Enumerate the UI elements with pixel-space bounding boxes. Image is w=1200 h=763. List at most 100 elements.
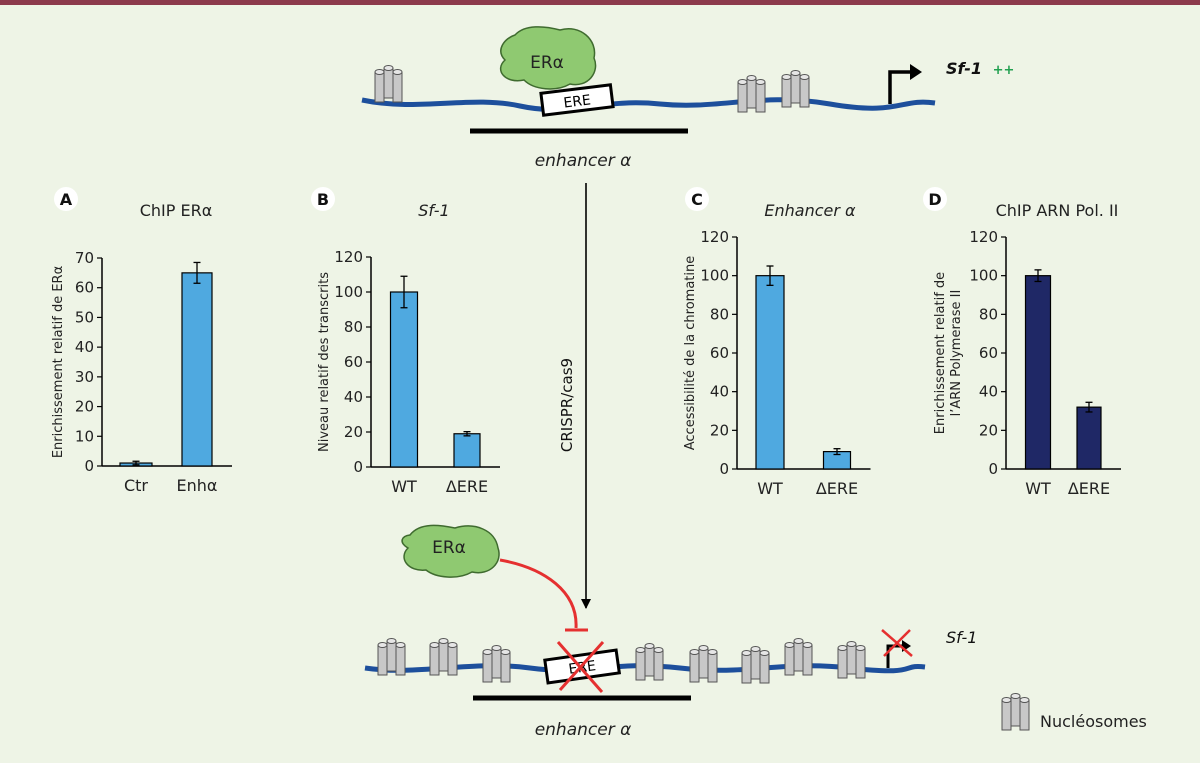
error-bar	[132, 460, 140, 466]
top-gene-label: Sf-1 ++	[946, 59, 1014, 78]
y-tick-label: 60	[710, 344, 729, 362]
y-tick-label: 120	[969, 228, 998, 246]
panel-letter: A	[60, 190, 73, 209]
y-tick-label: 20	[75, 398, 94, 416]
nucleosome-icon	[377, 638, 406, 676]
nucleosome-icon	[429, 638, 458, 676]
bar-δere	[453, 433, 481, 468]
chart-title: Sf-1	[418, 201, 449, 220]
y-tick-label: 50	[75, 308, 94, 326]
x-category-label: WT	[391, 477, 417, 496]
y-tick-label: 0	[353, 458, 363, 476]
bar-wt	[389, 291, 419, 468]
nucleosome-icon	[482, 645, 511, 683]
error-bar	[193, 261, 201, 284]
panel-letter: D	[928, 190, 941, 209]
y-axis-label: Enrichissement relatif de	[933, 272, 948, 434]
top-enhancer-label: enhancer α	[535, 151, 632, 171]
x-category-label: Enhα	[177, 476, 218, 495]
panel-letter: B	[317, 190, 329, 209]
panel-badge	[54, 187, 78, 211]
top-tss-arrow	[888, 70, 912, 104]
top-construct: ERα ERE enhancer α Sf-1 ++	[361, 26, 1014, 171]
y-tick-label: 100	[700, 267, 729, 285]
bottom-era-protein	[401, 524, 500, 578]
crispr-label: CRISPR/cas9	[558, 358, 576, 452]
legend: Nucléosomes	[1001, 693, 1147, 731]
inhibition-arc	[499, 558, 578, 629]
bar-wt	[1024, 275, 1052, 470]
nucleosome-icon	[837, 641, 866, 679]
bar-enhα	[181, 272, 213, 467]
y-tick-label: 120	[334, 248, 363, 266]
y-tick-label: 80	[710, 305, 729, 323]
y-tick-label: 100	[969, 267, 998, 285]
x-category-label: ΔERE	[1068, 479, 1110, 498]
y-tick-label: 30	[75, 368, 94, 386]
top-ere-box: ERE	[539, 83, 615, 117]
top-era-label: ERα	[530, 53, 564, 73]
x-category-label: WT	[1025, 479, 1051, 498]
panel-badge	[311, 187, 335, 211]
y-tick-label: 40	[344, 388, 363, 406]
error-bar	[400, 275, 408, 309]
error-bar	[766, 265, 774, 286]
bottom-era-label: ERα	[432, 538, 466, 558]
chart-title: ChIP ERα	[140, 201, 213, 220]
y-tick-label: 40	[710, 383, 729, 401]
x-category-label: Ctr	[124, 476, 148, 495]
top-gene-mark: ++	[993, 63, 1015, 78]
nucleosome-icon	[635, 643, 664, 681]
panel-letter: C	[691, 190, 703, 209]
y-tick-label: 80	[344, 318, 363, 336]
error-bar	[833, 448, 841, 456]
nucleosome-icon	[741, 646, 770, 684]
error-bar	[1034, 269, 1042, 283]
bottom-gene-label: Sf-1	[946, 628, 977, 647]
y-tick-label: 20	[979, 421, 998, 439]
y-tick-label: 120	[700, 228, 729, 246]
x-category-label: ΔERE	[816, 479, 858, 498]
nucleosome-icon	[689, 645, 718, 683]
error-bar	[1085, 401, 1093, 413]
y-tick-label: 0	[719, 460, 729, 478]
error-bar	[463, 430, 471, 437]
bottom-dna-strand	[364, 663, 926, 674]
top-dna-strand	[361, 97, 936, 112]
y-tick-label: 0	[988, 460, 998, 478]
x-category-label: ΔERE	[446, 477, 488, 496]
top-border	[0, 0, 1200, 5]
panel-badge	[923, 187, 947, 211]
chart-panel-c: C Enhancer α 0 20 40 60 80 100 120Accessibilité …	[683, 187, 871, 498]
y-tick-label: 60	[75, 279, 94, 297]
chart-title: ChIP ARN Pol. II	[996, 201, 1119, 220]
chart-title: Enhancer α	[764, 201, 856, 220]
bottom-ere-cross-icon	[556, 640, 605, 693]
y-tick-label: 70	[75, 249, 94, 267]
y-tick-label: 10	[75, 427, 94, 445]
bar-wt	[755, 275, 785, 470]
y-tick-label: 40	[75, 338, 94, 356]
nucleosome-icon	[374, 65, 403, 103]
legend-label: Nucléosomes	[1040, 712, 1147, 731]
y-tick-label: 20	[344, 423, 363, 441]
y-axis-label: Enrichissement relatif de ERα	[51, 266, 66, 458]
top-ere-label: ERE	[563, 92, 592, 111]
bottom-tss-cross-icon	[881, 629, 913, 657]
y-axis-label: l’ARN Polymerase II	[949, 290, 964, 417]
y-tick-label: 20	[710, 421, 729, 439]
nucleosome-icon	[737, 75, 766, 113]
top-era-protein	[499, 26, 597, 90]
panel-badge	[685, 187, 709, 211]
bottom-enhancer-label: enhancer α	[535, 720, 632, 740]
y-axis-label: Accessibilité de la chromatine	[683, 256, 698, 451]
y-axis-label: Niveau relatif des transcrits	[317, 272, 332, 452]
bottom-construct: ERE ERα enhancer α Sf-1	[364, 524, 977, 740]
y-tick-label: 80	[979, 305, 998, 323]
nucleosome-icon	[784, 638, 813, 676]
